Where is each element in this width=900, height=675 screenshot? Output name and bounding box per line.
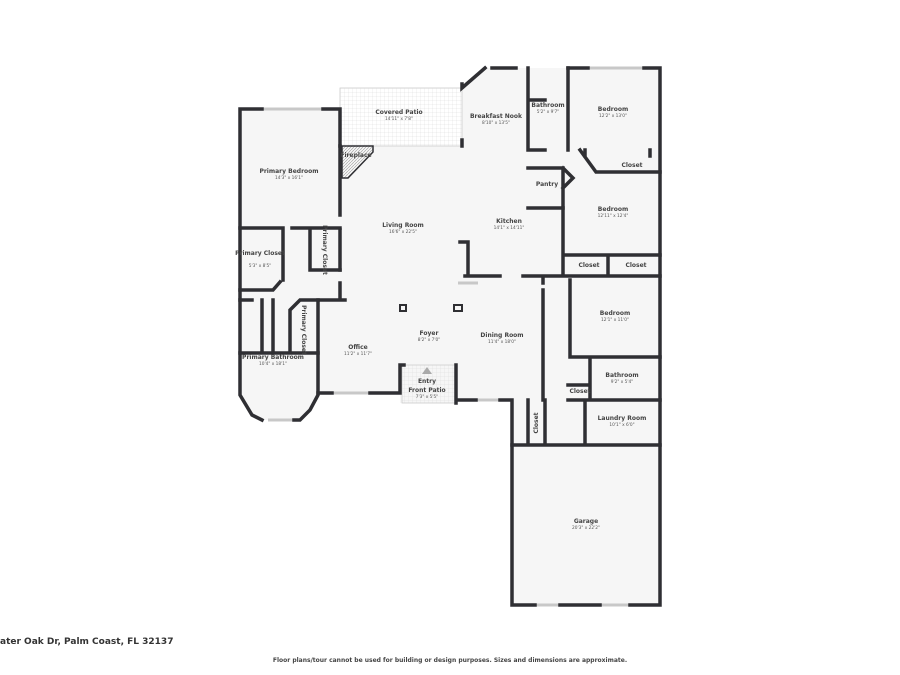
property-address: ater Oak Dr, Palm Coast, FL 32137 [0, 637, 174, 647]
bedroom-dims: 12'2" x 13'0" [599, 113, 627, 119]
walls [238, 65, 662, 607]
primary-bathroom-label: Primary Bathroom [242, 354, 304, 361]
laundry-room-label: Laundry Room [598, 415, 647, 422]
bedroom-label: Bedroom [598, 206, 628, 213]
entry-arrow-icon [422, 367, 432, 374]
primary-bedroom-label: Primary Bedroom [259, 168, 318, 175]
primary-bathroom-dims: 10'4" x 18'1" [259, 361, 287, 367]
office-dims: 11'2" x 11'7" [344, 351, 372, 357]
bathroom-dims: 5'2" x 9'7" [537, 109, 560, 115]
bathroom-label: Bathroom [531, 102, 564, 109]
breakfast-nook-dims: 8'10" x 13'5" [482, 120, 510, 126]
house-floor [240, 68, 660, 605]
fireplace-label: Fireplace [340, 152, 371, 159]
bedroom-dims: 12'1" x 11'0" [601, 317, 629, 323]
front-patio-dims: 7'3" x 5'5" [416, 394, 439, 400]
bedroom-dims: 12'11" x 12'4" [598, 213, 629, 219]
closet-label: Closet [578, 262, 599, 269]
closet-label: Closet [621, 162, 642, 169]
covered-patio-dims: 14'11" x 7'8" [385, 116, 413, 122]
primary-closet-dims: 5'3" x 8'5" [249, 263, 272, 269]
kitchen-dims: 14'1" x 14'11" [494, 225, 525, 231]
dining-room-label: Dining Room [480, 332, 523, 339]
bathroom-dims: 9'2" x 5'4" [611, 379, 634, 385]
room-labels: Covered Patio 14'11" x 7'8" Breakfast No… [235, 102, 647, 531]
primary-closet-label: Primary Closet [300, 305, 307, 355]
foyer-label: Foyer [420, 330, 439, 337]
kitchen-label: Kitchen [496, 218, 522, 225]
covered-patio-area [339, 87, 463, 147]
primary-bedroom-dims: 14'3" x 16'1" [275, 175, 303, 181]
disclaimer: Floor plans/tour cannot be used for buil… [272, 657, 628, 664]
foyer-dims: 8'2" x 7'0" [418, 337, 441, 343]
fireplace-shape [341, 145, 374, 179]
bedroom-label: Bedroom [598, 106, 628, 113]
front-patio-label: Front Patio [408, 387, 445, 394]
closet-label: Closet [625, 262, 646, 269]
closet-label: Closet [533, 412, 540, 433]
covered-patio-label: Covered Patio [375, 109, 422, 116]
living-room-dims: 16'6" x 22'5" [389, 229, 417, 235]
primary-closet-label: Primary Closet [235, 250, 285, 257]
garage-dims: 20'3" x 22'2" [572, 525, 600, 531]
office-label: Office [348, 344, 367, 351]
entry-label: Entry [418, 378, 436, 385]
closet-label: Closet [569, 388, 590, 395]
bedroom-label: Bedroom [600, 310, 630, 317]
primary-closet-label: Primary Closet [321, 225, 328, 275]
breakfast-nook-label: Breakfast Nook [470, 113, 523, 120]
pantry-label: Pantry [536, 181, 558, 188]
garage-label: Garage [574, 518, 598, 525]
living-room-label: Living Room [382, 222, 424, 229]
dining-room-dims: 11'4" x 18'0" [488, 339, 516, 345]
laundry-room-dims: 10'1" x 6'0" [609, 422, 634, 428]
bathroom-label: Bathroom [605, 372, 638, 379]
